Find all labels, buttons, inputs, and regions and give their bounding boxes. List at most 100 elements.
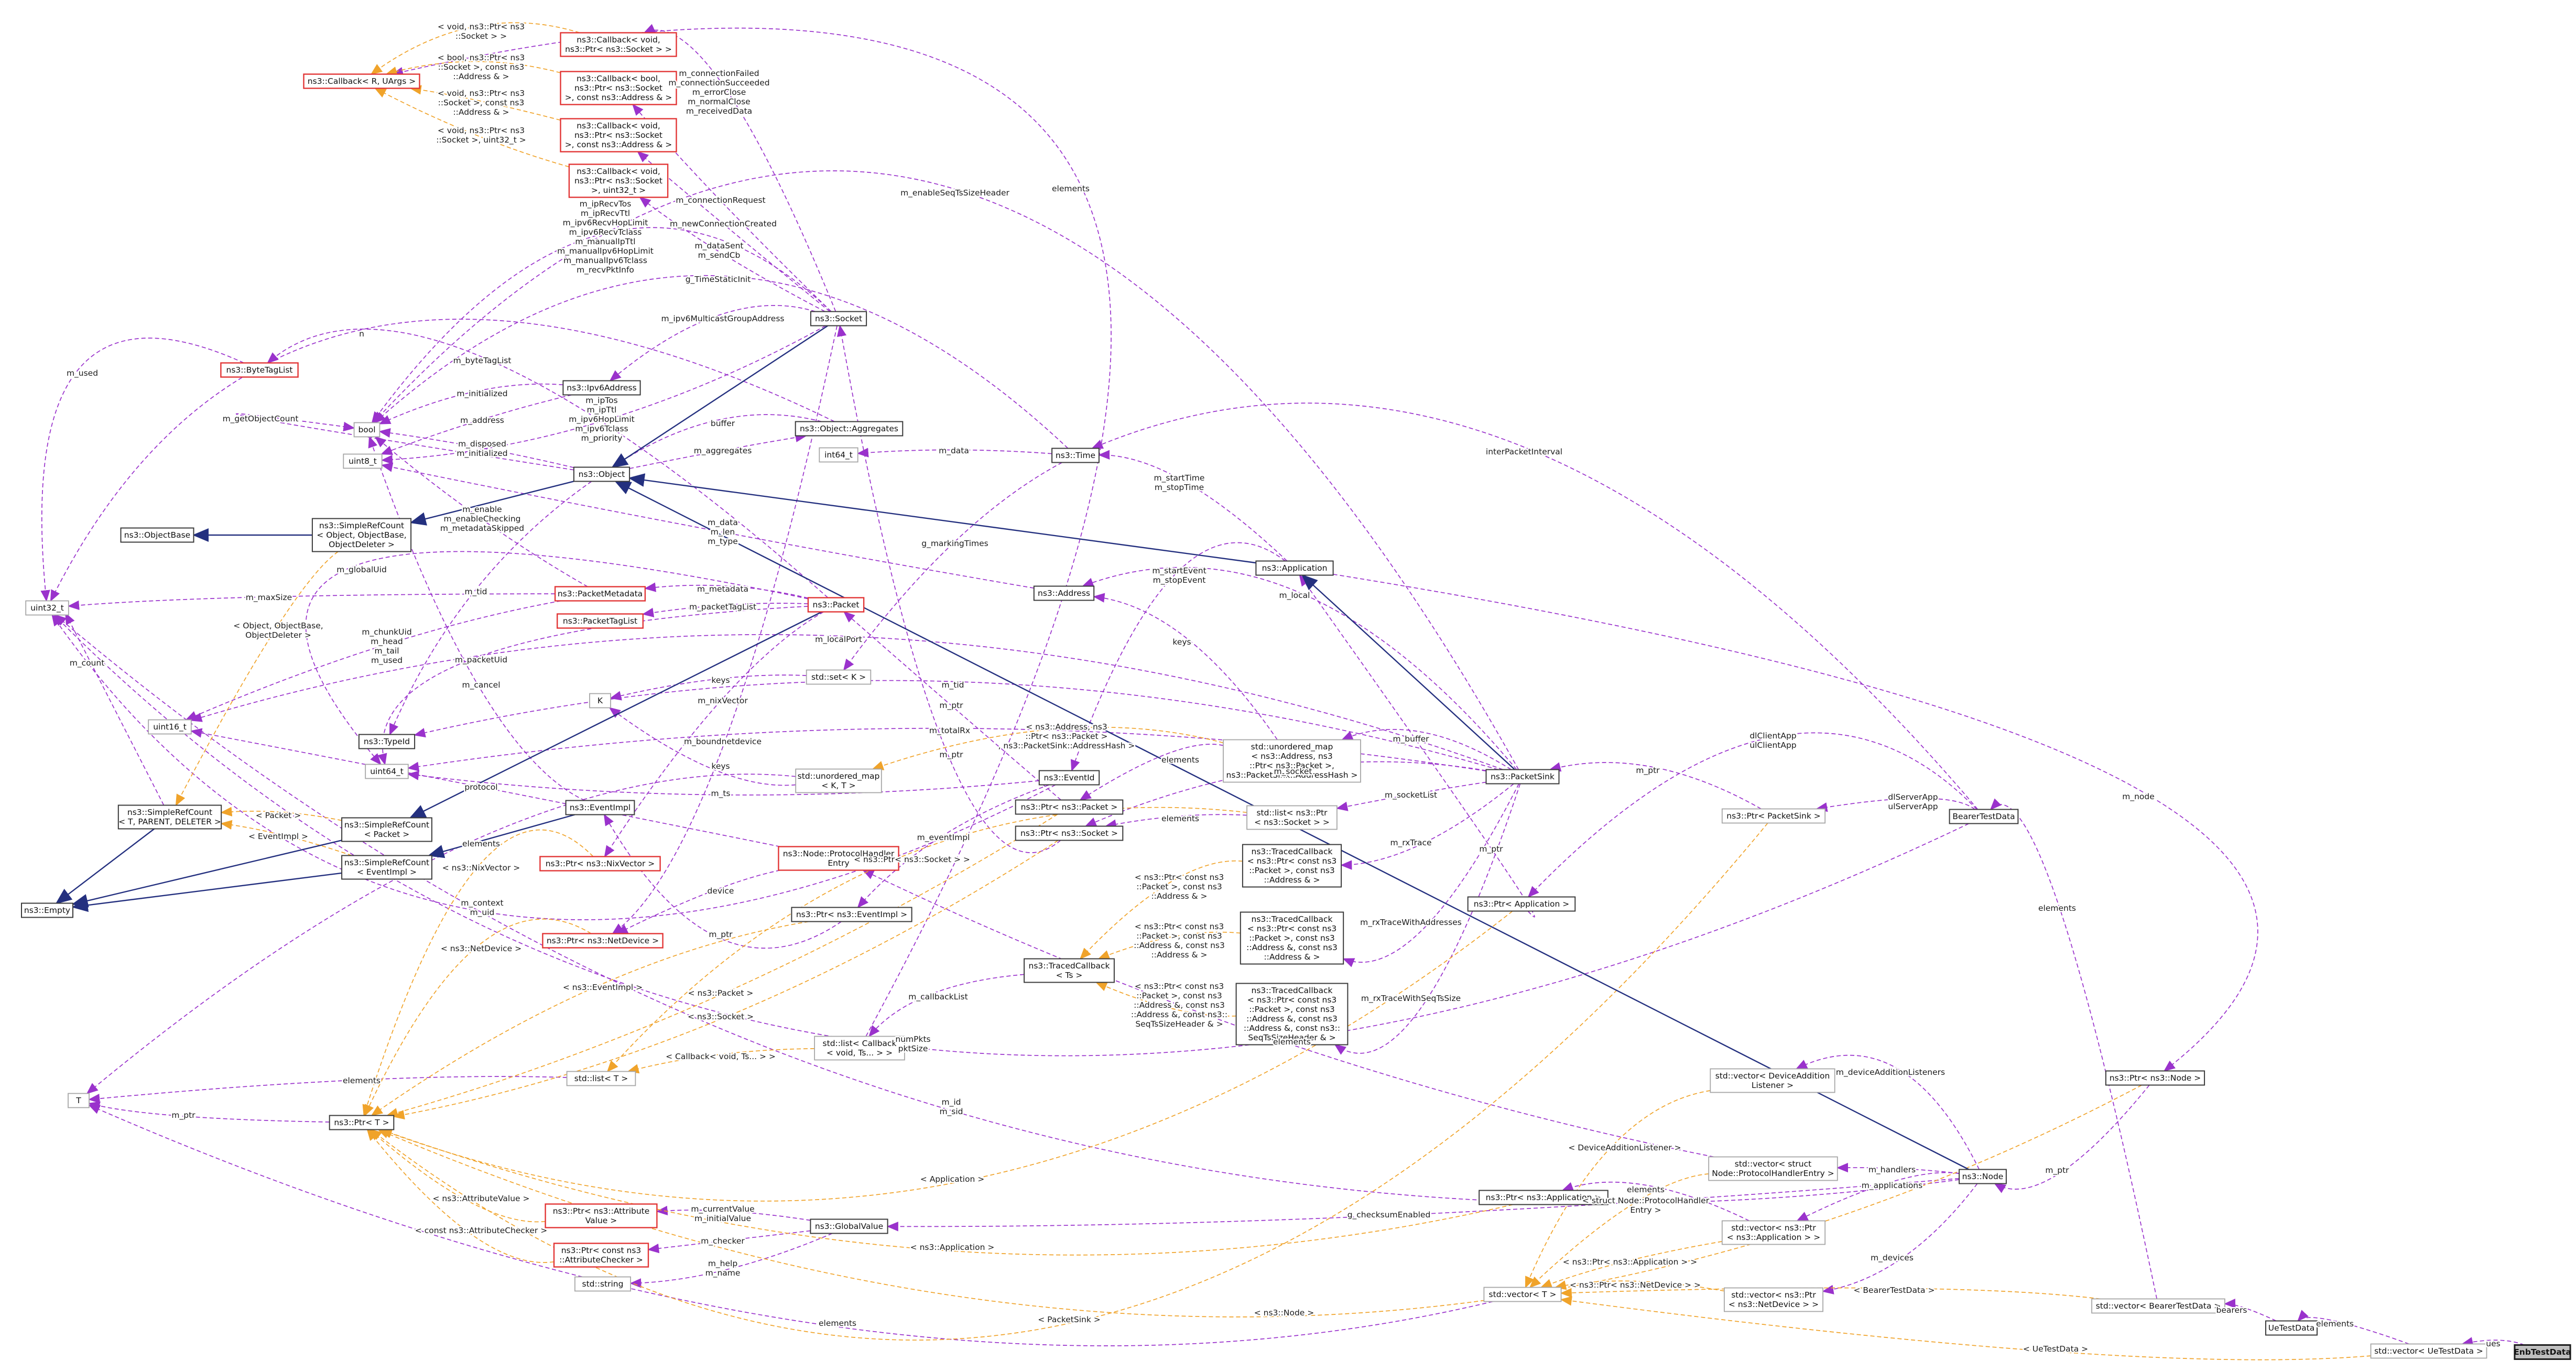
node-box-packet[interactable] [807, 597, 865, 613]
node-box-src_eventimpl[interactable] [341, 855, 432, 880]
node-cb_void_sock_u32[interactable]: ns3::Callback< void,ns3::Ptr< ns3::Socke… [568, 164, 669, 198]
node-ptr_nix[interactable]: ns3::Ptr< ns3::NixVector > [539, 856, 661, 872]
node-box-ptr_attrval[interactable] [545, 1203, 658, 1228]
node-ptr_packet[interactable]: ns3::Ptr< ns3::Packet > [1015, 799, 1124, 815]
node-box-aggregates[interactable] [795, 421, 904, 437]
node-box-bearertestdata[interactable] [1949, 809, 2019, 824]
node-box-src_packet[interactable] [341, 817, 432, 842]
node-node[interactable]: ns3::Node [1959, 1169, 2007, 1184]
node-box-socket[interactable] [810, 311, 867, 326]
node-box-packetmeta[interactable] [554, 586, 646, 602]
node-box-typeid[interactable] [358, 734, 416, 749]
node-src_object[interactable]: ns3::SimpleRefCount< Object, ObjectBase,… [311, 518, 412, 552]
node-box-cb_bool_sock_addr[interactable] [560, 71, 677, 105]
node-ptr_app2[interactable]: ns3::Ptr< Application > [1467, 896, 1576, 912]
node-box-tc3[interactable] [1235, 983, 1349, 1046]
node-ptr_eventimpl[interactable]: ns3::Ptr< ns3::EventImpl > [791, 907, 912, 922]
node-tc_ts[interactable]: ns3::TracedCallback< Ts > [1024, 958, 1115, 983]
node-box-eventid[interactable] [1038, 770, 1100, 786]
node-box-phe[interactable] [778, 846, 899, 871]
node-box-cb_void_sock_addr[interactable] [560, 118, 677, 153]
node-box-uetestdata[interactable] [2265, 1320, 2318, 1336]
node-box-ptr_packet[interactable] [1015, 799, 1124, 815]
node-bytetaglist[interactable]: ns3::ByteTagList [220, 362, 299, 378]
node-box-packetsink[interactable] [1485, 769, 1560, 785]
node-ptr_app3[interactable]: ns3::Ptr< ns3::Application > [1479, 1190, 1608, 1205]
node-box-ptr_attrchk[interactable] [553, 1243, 649, 1268]
node-typeid[interactable]: ns3::TypeId [358, 734, 416, 749]
node-box-ptr_app2[interactable] [1467, 896, 1576, 912]
node-ptr_node[interactable]: ns3::Ptr< ns3::Node > [2105, 1070, 2205, 1086]
node-socket[interactable]: ns3::Socket [810, 311, 867, 326]
node-box-eventimpl[interactable] [565, 800, 635, 815]
node-box-time[interactable] [1051, 448, 1100, 463]
node-box-cb_void_sock_u32[interactable] [568, 164, 669, 198]
node-box-globalvalue[interactable] [810, 1218, 888, 1234]
node-globalvalue[interactable]: ns3::GlobalValue [810, 1218, 888, 1234]
node-src_packet[interactable]: ns3::SimpleRefCount< Packet > [341, 817, 432, 842]
node-box-empty[interactable] [21, 902, 73, 918]
node-cb_void_sock[interactable]: ns3::Callback< void,ns3::Ptr< ns3::Socke… [560, 32, 677, 57]
node-src_tpd[interactable]: ns3::SimpleRefCount< T, PARENT, DELETER … [117, 804, 222, 830]
node-box-ptr_socket[interactable] [1015, 825, 1124, 841]
node-box-cb_generic[interactable] [303, 73, 420, 89]
node-box-ptr_app3[interactable] [1479, 1190, 1608, 1205]
node-box-ptr_eventimpl[interactable] [791, 907, 912, 922]
node-box-umap_kt [795, 768, 882, 793]
node-ipv6addr[interactable]: ns3::Ipv6Address [562, 380, 641, 396]
node-box-cb_void_sock[interactable] [560, 32, 677, 57]
node-ptr_t[interactable]: ns3::Ptr< T > [329, 1115, 395, 1130]
node-application[interactable]: ns3::Application [1255, 560, 1334, 576]
node-box-bytetaglist[interactable] [220, 362, 299, 378]
node-box-object[interactable] [573, 466, 631, 482]
node-box-tc1[interactable] [1242, 844, 1342, 888]
node-ptr_netdev[interactable]: ns3::Ptr< ns3::NetDevice > [542, 933, 664, 949]
node-packet[interactable]: ns3::Packet [807, 597, 865, 613]
node-box-objectbase[interactable] [120, 527, 194, 543]
node-packetmeta[interactable]: ns3::PacketMetadata [554, 586, 646, 602]
node-uetestdata[interactable]: UeTestData [2265, 1320, 2318, 1336]
node-box-ptr_t[interactable] [329, 1115, 395, 1130]
node-box-ptr_nix[interactable] [539, 856, 661, 872]
node-box-tc_ts[interactable] [1024, 958, 1115, 983]
node-cb_void_sock_addr[interactable]: ns3::Callback< void,ns3::Ptr< ns3::Socke… [560, 118, 677, 153]
node-box-packettaglist[interactable] [556, 613, 644, 629]
node-cb_bool_sock_addr[interactable]: ns3::Callback< bool,ns3::Ptr< ns3::Socke… [560, 71, 677, 105]
node-cb_generic[interactable]: ns3::Callback< R, UArgs > [303, 73, 420, 89]
node-enbtestdata[interactable]: EnbTestData [2514, 1344, 2571, 1360]
node-object[interactable]: ns3::Object [573, 466, 631, 482]
node-list_ptrsock: std::list< ns3::Ptr< ns3::Socket > > [1246, 805, 1338, 830]
node-bearertestdata[interactable]: BearerTestData [1949, 809, 2019, 824]
node-box-application[interactable] [1255, 560, 1334, 576]
node-eventid[interactable]: ns3::EventId [1038, 770, 1100, 786]
edge-label-object-to-aggregates: m_aggregates [694, 446, 752, 456]
node-ptr_socket[interactable]: ns3::Ptr< ns3::Socket > [1015, 825, 1124, 841]
node-box-ipv6addr[interactable] [562, 380, 641, 396]
edge-address-to-uint8 [381, 462, 1034, 589]
edge-ptr_socket-to-socket [836, 324, 1061, 853]
node-box-src_object[interactable] [311, 518, 412, 552]
node-tc1[interactable]: ns3::TracedCallback< ns3::Ptr< const ns3… [1242, 844, 1342, 888]
edge-application-to-ptr_node [1333, 573, 2258, 1072]
node-src_eventimpl[interactable]: ns3::SimpleRefCount< EventImpl > [341, 855, 432, 880]
node-box-node[interactable] [1959, 1169, 2007, 1184]
node-tc2[interactable]: ns3::TracedCallback< ns3::Ptr< const ns3… [1240, 911, 1344, 965]
node-aggregates[interactable]: ns3::Object::Aggregates [795, 421, 904, 437]
node-empty[interactable]: ns3::Empty [21, 902, 73, 918]
node-box-ptr_netdev[interactable] [542, 933, 664, 949]
node-box-enbtestdata[interactable] [2514, 1344, 2571, 1360]
node-eventimpl[interactable]: ns3::EventImpl [565, 800, 635, 815]
node-address[interactable]: ns3::Address [1033, 585, 1095, 601]
node-box-address[interactable] [1033, 585, 1095, 601]
node-time[interactable]: ns3::Time [1051, 448, 1100, 463]
node-tc3[interactable]: ns3::TracedCallback< ns3::Ptr< const ns3… [1235, 983, 1349, 1046]
node-box-tc2[interactable] [1240, 911, 1344, 965]
node-objectbase[interactable]: ns3::ObjectBase [120, 527, 194, 543]
node-packettaglist[interactable]: ns3::PacketTagList [556, 613, 644, 629]
node-packetsink[interactable]: ns3::PacketSink [1485, 769, 1560, 785]
node-box-ptr_node[interactable] [2105, 1070, 2205, 1086]
node-ptr_attrchk[interactable]: ns3::Ptr< const ns3::AttributeChecker > [553, 1243, 649, 1268]
node-box-src_tpd[interactable] [117, 804, 222, 830]
